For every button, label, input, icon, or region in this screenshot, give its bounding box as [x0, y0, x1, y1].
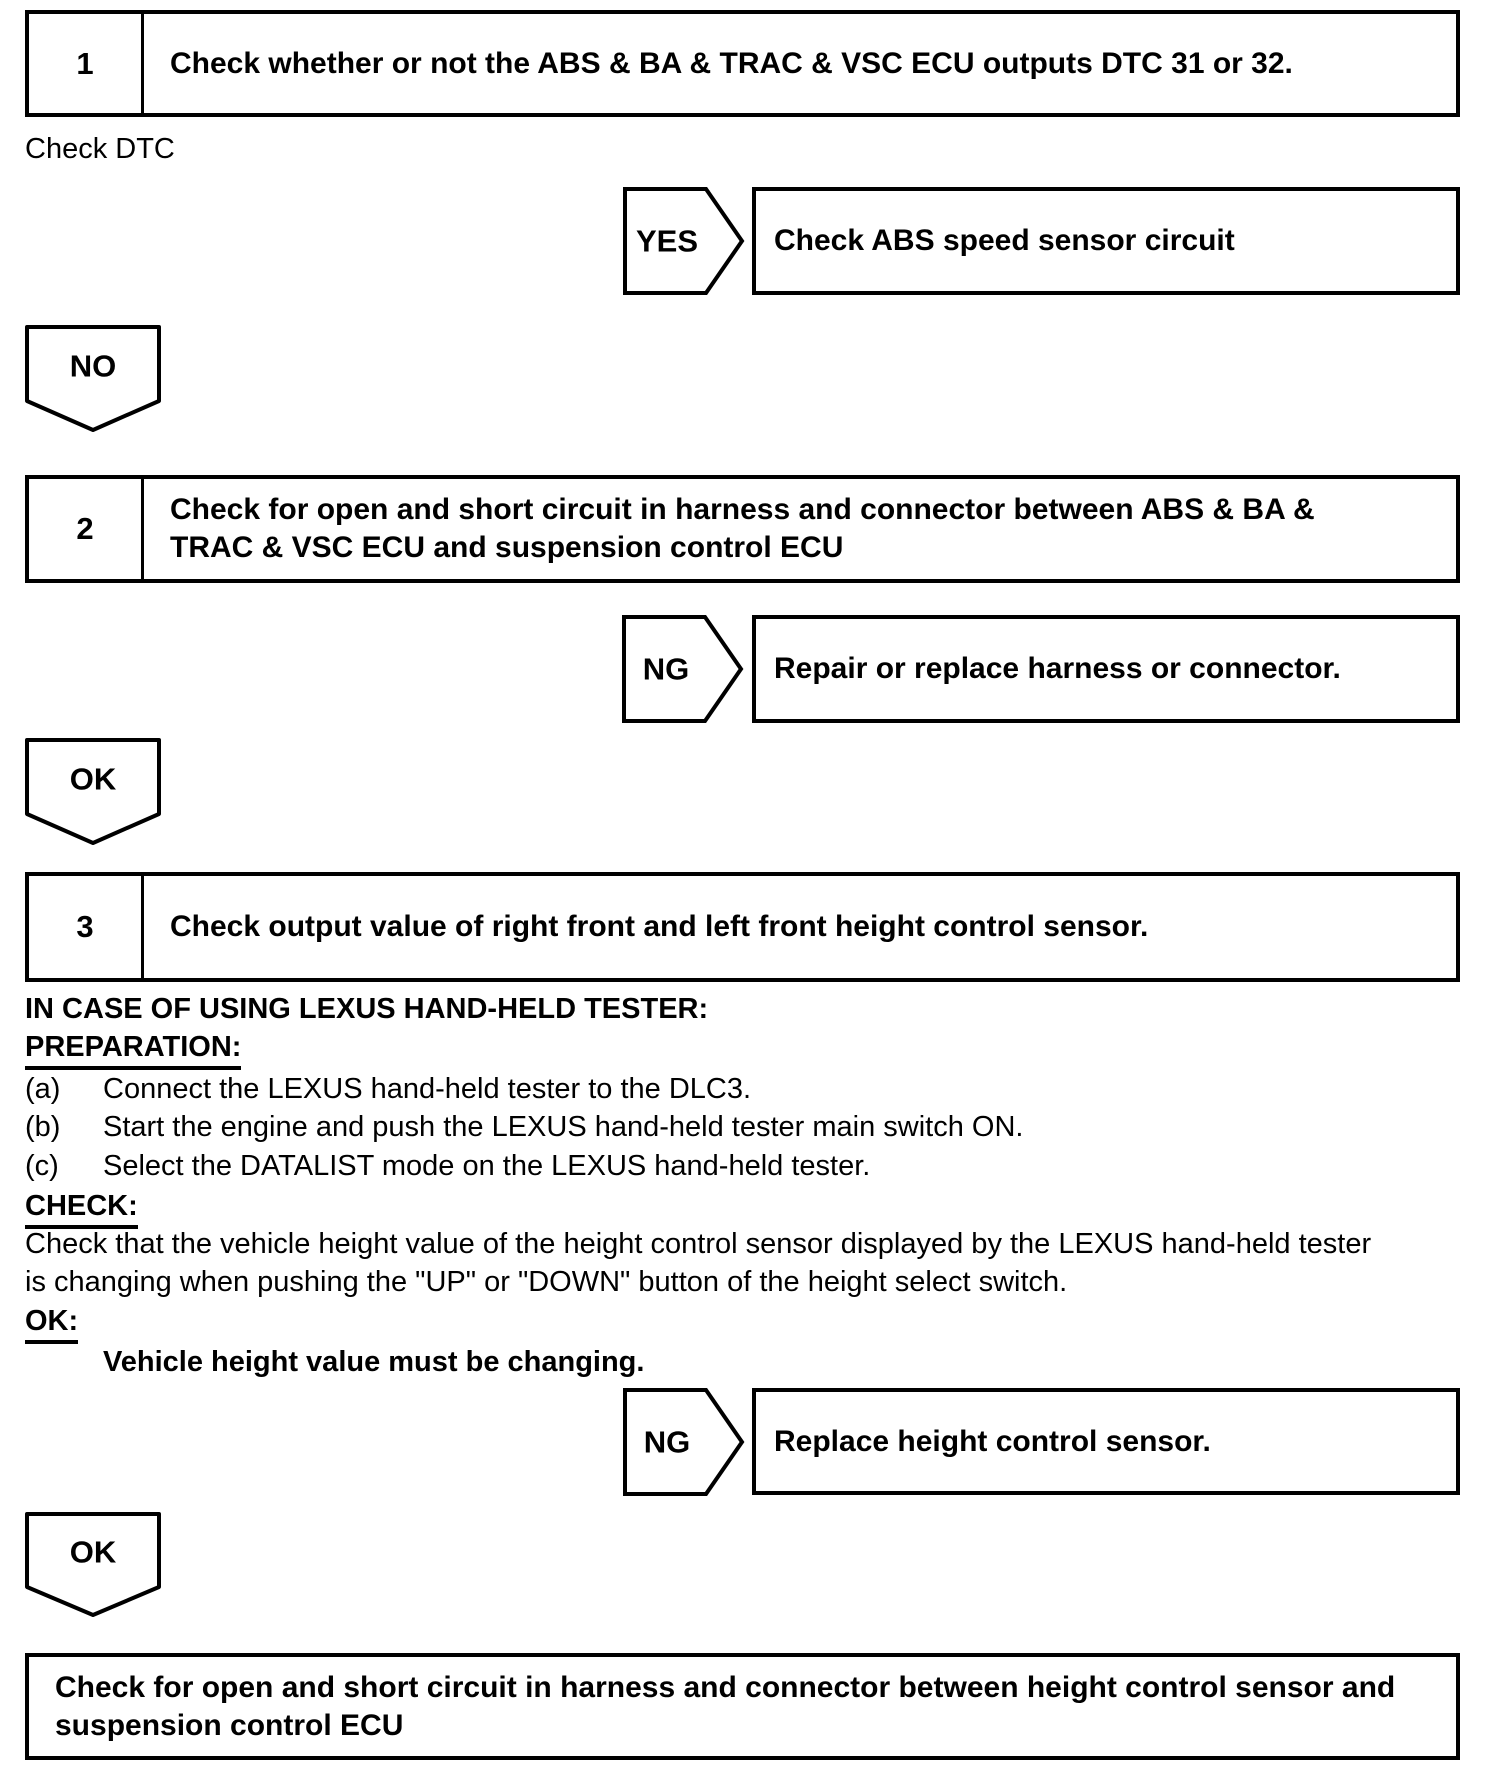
step-2-title: Check for open and short circuit in harn…	[144, 479, 1456, 579]
down-arrow-pentagon-icon: NO	[25, 325, 161, 432]
step-2-number: 2	[29, 479, 144, 579]
no-connector-label: NO	[70, 349, 117, 384]
ok-connector-2-label: OK	[70, 1535, 117, 1570]
ok-requirement-text: Vehicle height value must be changing.	[103, 1346, 645, 1378]
arrow-shape	[25, 1512, 161, 1617]
arrow-shape	[622, 615, 744, 723]
final-conclusion-box: Check for open and short circuit in harn…	[25, 1653, 1460, 1760]
step-1-title: Check whether or not the ABS & BA & TRAC…	[144, 14, 1456, 113]
right-arrow-pentagon-icon: YES	[623, 187, 745, 295]
check-text-line1: Check that the vehicle height value of t…	[25, 1228, 1372, 1260]
final-box-line2: suspension control ECU	[55, 1708, 404, 1742]
step-2-box: 2 Check for open and short circuit in ha…	[25, 475, 1460, 583]
ng-result-box-2: Replace height control sensor.	[752, 1388, 1460, 1495]
step-3-title-text: Check output value of right front and le…	[170, 910, 1149, 943]
ng-connector-2: NG	[623, 1388, 745, 1501]
step-3-box: 3 Check output value of right front and …	[25, 872, 1460, 982]
yes-connector-label: YES	[636, 224, 698, 259]
prep-step-c: (c) Select the DATALIST mode on the LEXU…	[25, 1148, 870, 1184]
ok-label: OK:	[25, 1303, 79, 1344]
step-3-number: 3	[29, 876, 144, 978]
check-dtc-label: Check DTC	[25, 133, 175, 165]
prep-step-c-text: Select the DATALIST mode on the LEXUS ha…	[103, 1150, 871, 1182]
step-1-title-text: Check whether or not the ABS & BA & TRAC…	[170, 46, 1293, 80]
yes-result-text: Check ABS speed sensor circuit	[774, 224, 1235, 257]
prep-step-a-text: Connect the LEXUS hand-held tester to th…	[103, 1073, 752, 1105]
no-connector: NO	[25, 325, 162, 438]
ng-connector-1: NG	[622, 615, 744, 728]
step-1-box: 1 Check whether or not the ABS & BA & TR…	[25, 10, 1460, 117]
preparation-label: PREPARATION:	[25, 1029, 242, 1070]
arrow-shape	[25, 325, 161, 432]
yes-connector: YES	[623, 187, 745, 300]
arrow-shape	[25, 738, 161, 845]
check-label: CHECK:	[25, 1188, 138, 1229]
right-arrow-pentagon-icon: NG	[622, 615, 744, 723]
step-2-title-line2: TRAC & VSC ECU and suspension control EC…	[170, 531, 844, 564]
preparation-heading: PREPARATION:	[25, 1029, 242, 1070]
tester-heading: IN CASE OF USING LEXUS HAND-HELD TESTER:	[25, 993, 709, 1025]
ng-result-2-text: Replace height control sensor.	[774, 1424, 1211, 1458]
step-2-title-line1: Check for open and short circuit in harn…	[170, 493, 1315, 526]
down-arrow-pentagon-icon: OK	[25, 738, 161, 845]
step-3-title: Check output value of right front and le…	[144, 876, 1456, 978]
prep-step-b-text: Start the engine and push the LEXUS hand…	[103, 1111, 1024, 1143]
prep-step-b: (b) Start the engine and push the LEXUS …	[25, 1109, 1023, 1145]
ok-connector-1: OK	[25, 738, 162, 851]
step-1-number: 1	[29, 14, 144, 113]
ok-heading: OK:	[25, 1303, 79, 1344]
yes-result-box: Check ABS speed sensor circuit	[752, 187, 1460, 295]
arrow-shape	[623, 187, 745, 295]
prep-step-b-label: (b)	[25, 1111, 61, 1143]
arrow-shape	[623, 1388, 745, 1496]
prep-step-a-label: (a)	[25, 1073, 61, 1105]
check-text-line2: is changing when pushing the "UP" or "DO…	[25, 1266, 1068, 1298]
ng-connector-1-label: NG	[643, 652, 690, 687]
final-box-line1: Check for open and short circuit in harn…	[55, 1670, 1396, 1704]
check-heading: CHECK:	[25, 1188, 138, 1229]
right-arrow-pentagon-icon: NG	[623, 1388, 745, 1496]
ok-connector-1-label: OK	[70, 762, 117, 797]
ng-result-1-text: Repair or replace harness or connector.	[774, 652, 1341, 685]
down-arrow-pentagon-icon: OK	[25, 1512, 161, 1617]
prep-step-a: (a) Connect the LEXUS hand-held tester t…	[25, 1071, 751, 1107]
ng-connector-2-label: NG	[644, 1425, 691, 1460]
ng-result-box-1: Repair or replace harness or connector.	[752, 615, 1460, 723]
prep-step-c-label: (c)	[25, 1150, 59, 1182]
ok-connector-2: OK	[25, 1512, 162, 1623]
